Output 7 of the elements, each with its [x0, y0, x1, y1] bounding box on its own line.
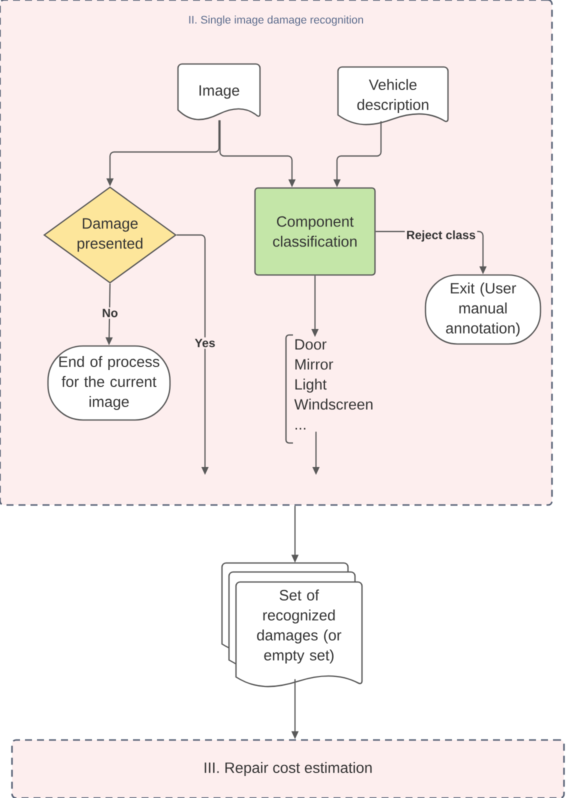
bracketed-list: Door Mirror Light Windscreen ...: [285, 334, 372, 444]
edge-label: Reject class: [404, 228, 478, 244]
edge-label: No: [100, 307, 120, 319]
stage-panel: III. Repair cost estimation: [11, 739, 565, 798]
stacked-documents: Set of recognized damages (or empty set): [221, 562, 363, 688]
process-box: Component classification: [254, 187, 376, 276]
edge-label: Yes: [193, 337, 217, 349]
